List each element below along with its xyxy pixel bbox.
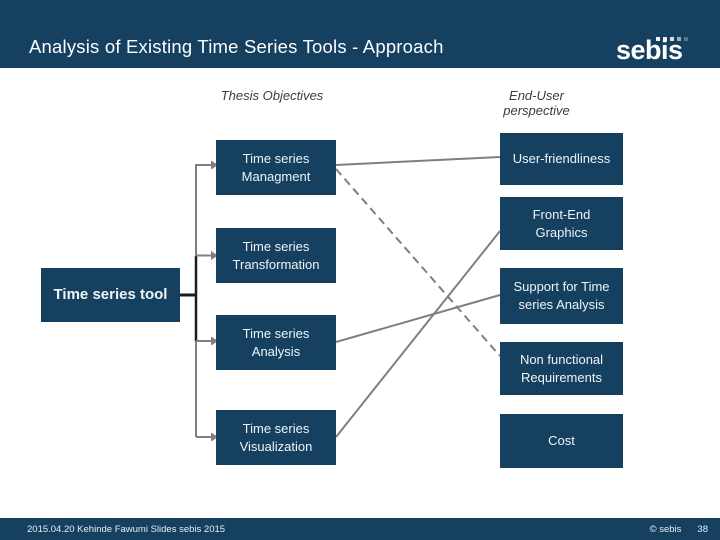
- box-objective-transformation: Time series Transformation: [216, 228, 336, 283]
- sebis-logo-dots-icon: [656, 37, 688, 41]
- box-perspective-non-functional: Non functional Requirements: [500, 342, 623, 395]
- box-objective-analysis: Time series Analysis: [216, 315, 336, 370]
- box-perspective-support-analysis: Support for Time series Analysis: [500, 268, 623, 324]
- box-time-series-tool: Time series tool: [41, 268, 180, 322]
- footer-credit: 2015.04.20 Kehinde Fawumi Slides sebis 2…: [27, 523, 226, 535]
- box-perspective-front-end-graphics: Front-End Graphics: [500, 197, 623, 250]
- edge-managment-to-non-functional-requirements: [335, 168, 501, 357]
- slide-footer: 2015.04.20 Kehinde Fawumi Slides sebis 2…: [0, 518, 720, 540]
- sebis-logo-text: sebis: [616, 35, 683, 65]
- slide-header: Analysis of Existing Time Series Tools -…: [0, 0, 720, 68]
- edge-managment-to-user-friendliness: [335, 156, 501, 166]
- box-perspective-user-friendliness: User-friendliness: [500, 133, 623, 185]
- sebis-logo: sebis: [616, 24, 696, 64]
- column-header-thesis-objectives: Thesis Objectives: [220, 88, 324, 103]
- box-objective-managment: Time series Managment: [216, 140, 336, 195]
- edge-visualization-to-front-end-graphics: [335, 230, 501, 438]
- box-perspective-cost: Cost: [500, 414, 623, 468]
- box-objective-visualization: Time series Visualization: [216, 410, 336, 465]
- footer-right: © sebis 38: [650, 524, 708, 535]
- column-header-end-user-perspective: End-User perspective: [503, 88, 570, 118]
- edge-analysis-to-support-for-analysis: [335, 294, 501, 343]
- footer-copyright: © sebis: [649, 523, 682, 535]
- footer-page-number: 38: [697, 523, 708, 535]
- slide-title: Analysis of Existing Time Series Tools -…: [29, 36, 444, 57]
